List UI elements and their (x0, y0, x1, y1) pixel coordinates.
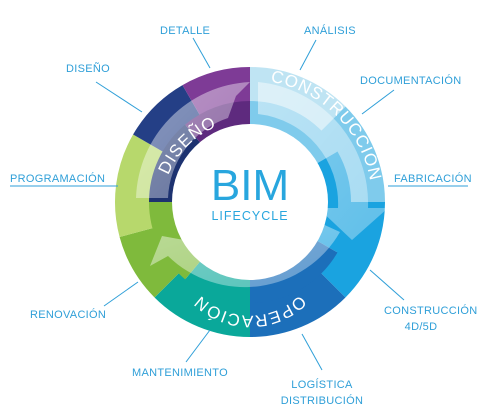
label-diseno: DISEÑO (66, 62, 110, 75)
outer-seg-mantenimiento (119, 227, 180, 298)
label-mantenimiento: MANTENIMIENTO (132, 367, 228, 379)
outer-seg-fabricacion (320, 202, 385, 298)
leader-renovacion (103, 281, 139, 307)
leader-detalle (192, 37, 211, 69)
leader-logistica (301, 333, 323, 371)
label-analisis: ANÁLISIS (304, 24, 356, 37)
leader-lines (10, 37, 468, 371)
phase-arrows (136, 82, 388, 288)
label-renovacion: RENOVACIÓN (30, 308, 106, 321)
center-title: BIM (211, 161, 289, 210)
inner-seg-diseno (185, 101, 250, 144)
inner-seg-analisis (250, 101, 338, 164)
leader-mantenimiento (185, 329, 211, 363)
label-detalle: DETALLE (160, 25, 210, 37)
leader-analisis (299, 39, 317, 71)
outer-seg-programacion (133, 85, 200, 152)
construccion-arrow (258, 82, 388, 240)
leader-documentacion (361, 89, 395, 115)
center-disc (172, 124, 328, 280)
label-logistica-line1: LOGÍSTICA (291, 378, 353, 391)
label-documentacion: DOCUMENTACIÓN (360, 74, 461, 87)
outer-seg-construccion-4d5d (250, 272, 346, 337)
diseno-arrow (136, 82, 250, 198)
label-construccion-4d5d-line2: 4D/5D (405, 321, 438, 333)
label-fabricacion: FABRICACIÓN (394, 172, 472, 185)
leader-diseno (95, 81, 143, 113)
operacion-arrow (150, 222, 340, 288)
outer-labels: DETALLE ANÁLISIS DOCUMENTACIÓN FABRICACI… (10, 24, 477, 407)
label-logistica-line2: DISTRIBUCIÓN (281, 394, 363, 407)
outer-seg-logistica (154, 272, 250, 337)
leader-construccion-4d5d (369, 269, 405, 301)
label-construccion-4d5d-line1: CONSTRUCCIÓN (384, 304, 477, 317)
center-subtitle: LIFECYCLE (211, 209, 288, 223)
label-programacion: PROGRAMACIÓN (10, 172, 105, 185)
